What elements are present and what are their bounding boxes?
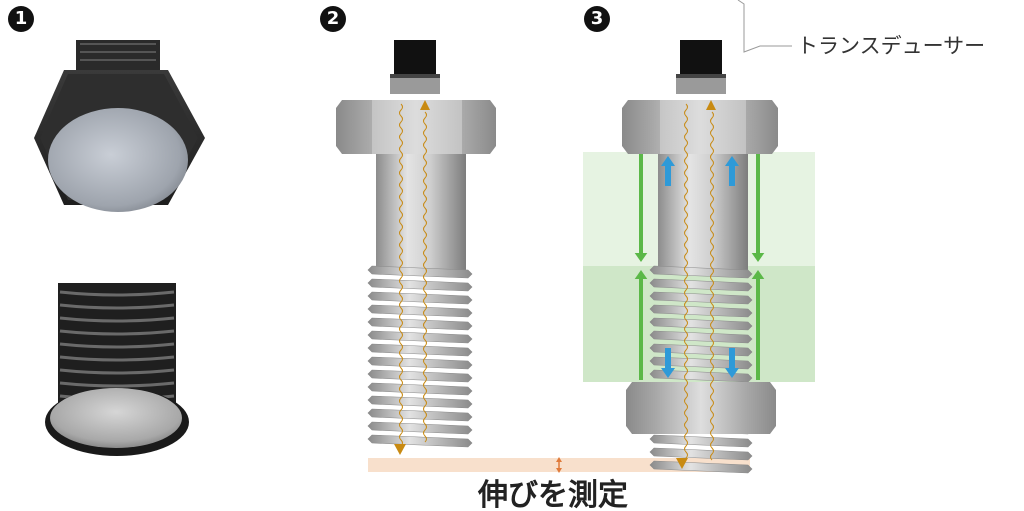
ultrasonic-wave-3a [684,103,688,459]
bolt-thread-end-photo [45,283,189,456]
ultrasonic-wave-up [423,111,427,443]
caption: 伸びを測定 [477,478,628,511]
transducer-2 [390,40,440,94]
elongation-arrow [556,457,562,473]
transducer-3 [676,40,726,94]
bolt-head-3 [622,100,778,154]
ultrasonic-wave-3b [710,111,714,461]
step-number-2: 2 [320,6,346,32]
step-number-3: 3 [584,6,610,32]
label-leader-line [737,0,792,53]
pulse-arrow-down [394,444,406,455]
bolt-end-face [50,388,182,448]
step-number-1: 1 [8,6,34,32]
echo-arrow-up [420,100,430,110]
transducer-label: トランスデューサー [797,34,985,58]
bolt-head-photo [34,40,205,212]
pulse-arrow-down-3 [676,458,688,469]
bolt-threads [367,265,473,448]
ultrasonic-wave-down [399,103,403,447]
bolt-head [336,100,496,154]
bolt-shank [376,152,466,270]
clamping-force-arrows [634,154,765,380]
bolt-head-face [48,108,188,212]
nut [626,382,776,434]
bolt-diagram-3 [583,0,815,474]
echo-arrow-up-3 [706,100,716,110]
bolt-tension-arrows [661,156,739,378]
